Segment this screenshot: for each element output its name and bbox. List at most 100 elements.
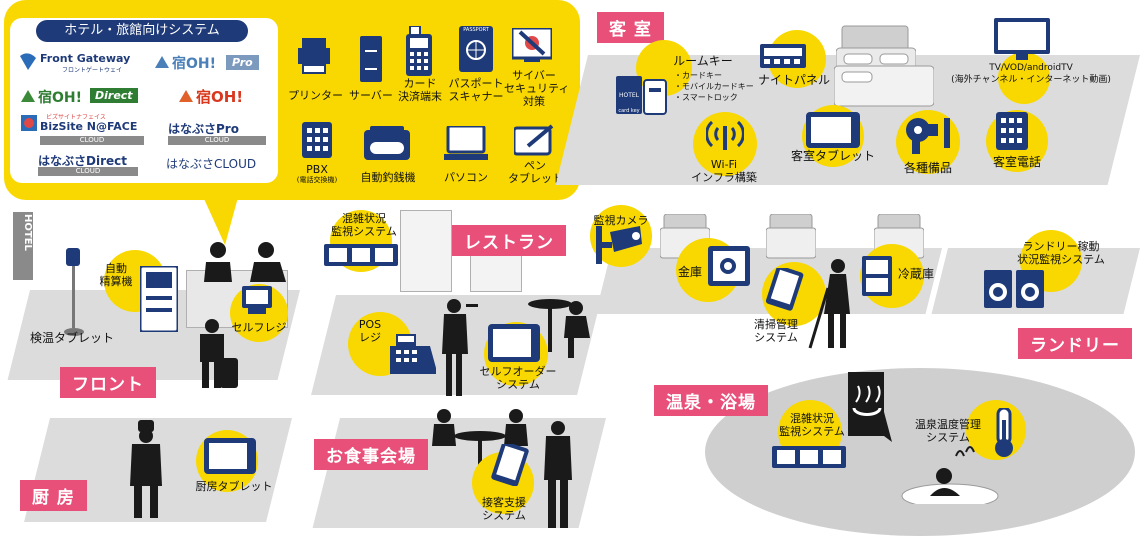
card-key-icon bbox=[616, 76, 668, 122]
kitchen-tablet-icon bbox=[204, 438, 256, 478]
front-gateway-sub: フロントゲートウェイ bbox=[62, 67, 123, 74]
guest-room-tag: 客 室 bbox=[597, 12, 664, 43]
surveillance-camera-icon bbox=[596, 226, 646, 270]
front-gateway-name: Front Gateway bbox=[40, 52, 131, 65]
guest-tablet-label: 客室タブレット bbox=[790, 149, 875, 163]
self-order-tablet-icon bbox=[488, 324, 540, 366]
cleaning-tablet-icon bbox=[764, 265, 804, 316]
yadooh-direct-text: 宿OH! bbox=[38, 90, 83, 106]
pen-tablet-icon bbox=[512, 124, 554, 162]
service-support-label: 接客支援 システム bbox=[482, 496, 526, 522]
kitchen-tag: 厨 房 bbox=[20, 480, 87, 511]
bather-silhouette bbox=[900, 440, 1000, 509]
laundry-monitor-label: ランドリー稼動 状況監視システム bbox=[1017, 240, 1105, 266]
panel-pointer bbox=[200, 190, 240, 245]
onsen-noren-icon bbox=[848, 372, 892, 446]
passport-scanner-label: パスポート スキャナー bbox=[448, 77, 504, 103]
restaurant-crowd-label: 混雑状況 監視システム bbox=[331, 212, 397, 238]
tv-circle bbox=[998, 52, 1050, 104]
yadooh-pro-logo bbox=[154, 54, 170, 74]
front-staff-silhouette bbox=[200, 240, 292, 286]
kiosk-machine-icon bbox=[138, 264, 180, 336]
camera-label: 監視カメラ bbox=[593, 214, 649, 227]
hanabusa-direct-cloud-tag: CLOUD bbox=[38, 167, 138, 176]
cleaning-label: 清掃管理 システム bbox=[754, 318, 798, 344]
thermometer-kiosk-icon bbox=[62, 248, 86, 342]
fridge-label: 冷蔵庫 bbox=[897, 267, 934, 281]
safe-label: 金庫 bbox=[677, 265, 702, 279]
hanabusa-pro-cloud-tag: CLOUD bbox=[168, 136, 266, 145]
room-key-list: ・カードキー ・モバイルカードキー ・スマートロック bbox=[674, 71, 754, 102]
restaurant-tag: レストラン bbox=[452, 225, 566, 256]
bath-crowd-label: 混雑状況 監視システム bbox=[779, 412, 845, 438]
bizsite-ruby: ビズサイトナフェイス bbox=[46, 114, 106, 121]
pbx-sublabel: (電話交換機) bbox=[296, 176, 338, 184]
tv-label: TV/VOD/androidTV (海外チャンネル・インターネット動画) bbox=[951, 63, 1111, 85]
diner-silhouette bbox=[524, 294, 594, 364]
tv-icon bbox=[994, 18, 1050, 64]
passport-text: PASSPORT bbox=[463, 27, 489, 33]
night-panel-icon bbox=[760, 44, 806, 72]
hotel-card-text: HOTEL bbox=[618, 92, 640, 99]
laptop-label: パソコン bbox=[444, 171, 488, 184]
banquet-diners-silhouette bbox=[430, 406, 530, 474]
room-phone-icon bbox=[996, 112, 1028, 154]
pro-badge: Pro bbox=[226, 55, 259, 70]
yadooh-text: 宿OH! bbox=[196, 88, 244, 106]
bed-icon-4 bbox=[765, 213, 817, 264]
washing-machine-icons bbox=[984, 270, 1044, 314]
cash-changer-icon bbox=[364, 126, 410, 164]
cash-changer-label: 自動釣銭機 bbox=[360, 171, 416, 184]
direct-badge: Direct bbox=[90, 88, 138, 103]
software-box bbox=[10, 18, 278, 183]
waiter-silhouette bbox=[436, 298, 480, 402]
room-phone-label: 客室電話 bbox=[992, 155, 1041, 169]
pbx-icon bbox=[302, 122, 332, 162]
server-icon bbox=[360, 36, 382, 86]
card-terminal-icon bbox=[406, 25, 432, 80]
pen-tablet-label: ペン タブレット bbox=[508, 159, 563, 185]
yadooh-logo bbox=[178, 88, 194, 108]
front-gateway-logo bbox=[18, 52, 38, 76]
hanabusa-direct-text: はなぶさDirect bbox=[38, 154, 127, 168]
cyber-security-label: サイバー セキュリティ 対策 bbox=[504, 69, 570, 108]
kitchen-tablet-label: 厨房タブレット bbox=[195, 480, 273, 493]
service-support-tablet-icon bbox=[490, 441, 530, 490]
chef-silhouette bbox=[126, 420, 166, 524]
printer-label: プリンター bbox=[288, 89, 343, 102]
systems-title: ホテル・旅館向けシステム bbox=[36, 20, 248, 42]
guest-silhouette bbox=[194, 318, 242, 394]
maid-silhouette bbox=[806, 258, 860, 356]
front-tag: フロント bbox=[60, 367, 156, 398]
wifi-label: Wi-Fi インフラ構築 bbox=[691, 158, 757, 184]
amenities-label: 各種備品 bbox=[903, 161, 952, 175]
passport-scanner-icon bbox=[459, 26, 493, 76]
server-label: サーバー bbox=[349, 89, 393, 102]
pos-register-icon bbox=[390, 334, 436, 378]
safe-icon bbox=[708, 246, 750, 290]
self-order-label: セルフオーダー システム bbox=[479, 365, 557, 391]
banquet-tag: お食事会場 bbox=[314, 439, 428, 470]
onsen-tag: 温泉・浴場 bbox=[654, 385, 768, 416]
bed-icon-2 bbox=[833, 60, 935, 114]
bizsite-cloud-tag: CLOUD bbox=[40, 136, 144, 145]
self-register-label: セルフレジ bbox=[231, 321, 287, 334]
hanabusa-pro-text: はなぶさPro bbox=[168, 122, 239, 136]
yadooh-pro-text: 宿OH! bbox=[172, 56, 217, 72]
night-panel-label: ナイトパネル bbox=[757, 73, 830, 87]
bath-crowd-monitor-icon bbox=[772, 446, 846, 472]
wifi-icon bbox=[705, 116, 745, 156]
bath-temp-label: 温泉温度管理 システム bbox=[915, 418, 981, 444]
temp-tablet-label: 検温タブレット bbox=[29, 331, 114, 345]
thermometer-icon bbox=[992, 406, 1016, 464]
printer-icon bbox=[298, 36, 332, 80]
guest-tablet-icon bbox=[806, 112, 860, 152]
hanabusa-cloud-text: はなぶさCLOUD bbox=[166, 157, 257, 171]
kiosk-label: 自動 精算機 bbox=[99, 262, 133, 288]
room-key-label: ルームキー bbox=[673, 54, 733, 68]
hotel-sign bbox=[13, 212, 33, 280]
restaurant-crowd-monitor-icon bbox=[324, 244, 398, 270]
card-key-text: card key bbox=[618, 108, 640, 114]
hotel-sign-text: HOTEL bbox=[22, 214, 33, 251]
bizsite-logo bbox=[20, 114, 38, 136]
